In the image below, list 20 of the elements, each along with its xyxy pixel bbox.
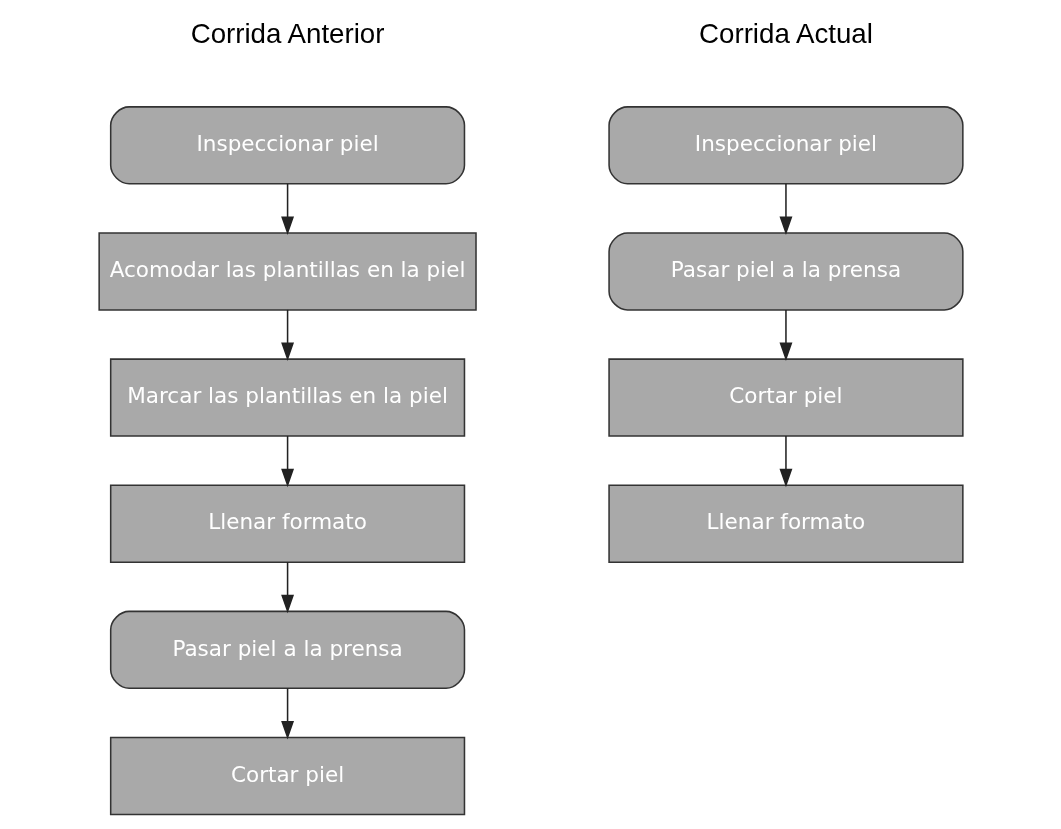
node-box: Llenar formato bbox=[109, 484, 465, 563]
node-box: Pasar piel a la prensa bbox=[109, 610, 465, 690]
label: Corrida Actual bbox=[698, 17, 873, 49]
arrow bbox=[280, 435, 294, 488]
arrow bbox=[779, 183, 792, 235]
node-box: Pasar piel a la prensa bbox=[607, 232, 964, 311]
arrow bbox=[280, 687, 294, 740]
arrow bbox=[280, 561, 294, 614]
arrow bbox=[779, 309, 792, 362]
arrow bbox=[779, 435, 792, 488]
node-box: Acomodar las plantillas en la piel bbox=[97, 232, 477, 311]
arrow bbox=[280, 183, 294, 235]
node-box: Inspeccionar piel bbox=[607, 106, 964, 185]
arrow bbox=[280, 309, 294, 362]
node-box: Marcar las plantillas en la piel bbox=[109, 358, 465, 437]
node-box: Llenar formato bbox=[607, 484, 964, 563]
label: Corrida Anterior bbox=[190, 17, 384, 49]
node-box: Cortar piel bbox=[607, 358, 964, 437]
node-box: Cortar piel bbox=[109, 736, 465, 816]
node-box: Inspeccionar piel bbox=[109, 106, 465, 185]
